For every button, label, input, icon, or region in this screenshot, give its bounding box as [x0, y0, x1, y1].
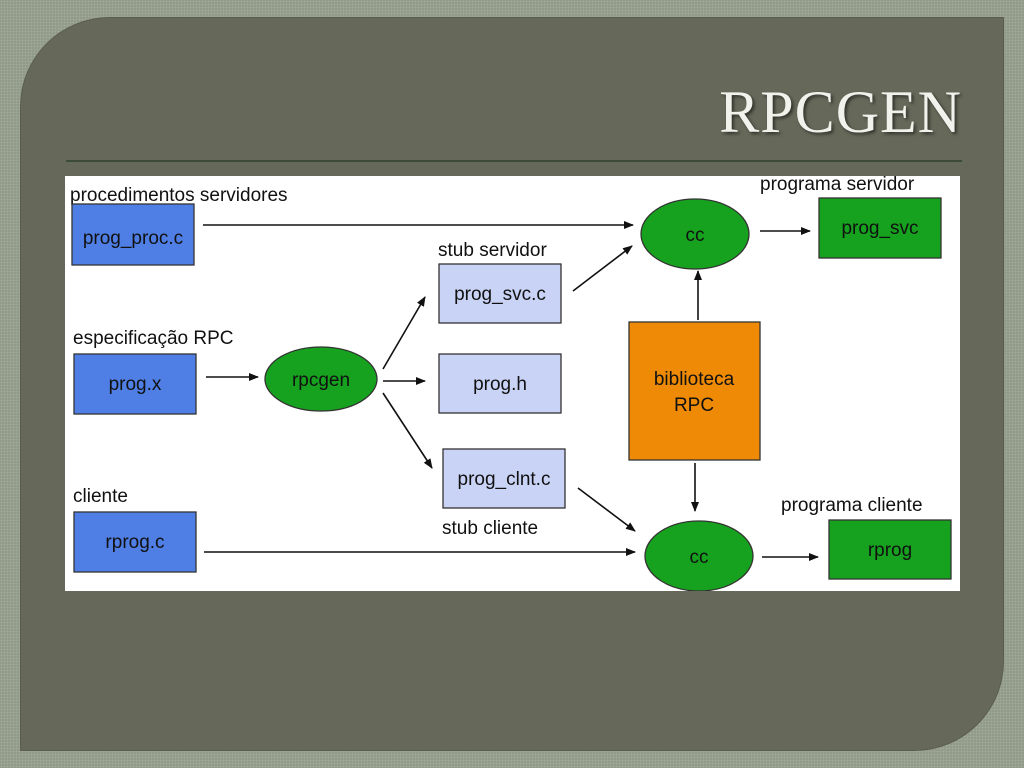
label-programa-servidor: programa servidor — [760, 176, 915, 195]
node-cc-bottom: cc — [644, 520, 754, 591]
node-cc-bottom-label: cc — [690, 547, 709, 568]
node-prog-h-label: prog.h — [473, 374, 527, 395]
label-stub-servidor: stub servidor — [438, 240, 547, 261]
node-prog-clnt-c: prog_clnt.c — [442, 448, 566, 509]
arrow-rpcgen-to-clnt — [382, 392, 433, 469]
node-prog-proc-c-label: prog_proc.c — [83, 228, 183, 249]
node-rpcgen-label: rpcgen — [292, 370, 350, 391]
arrow-clnt-to-cc — [577, 487, 636, 532]
node-rprog-label: rprog — [868, 540, 912, 561]
node-prog-svc-c: prog_svc.c — [438, 263, 562, 324]
node-rprog: rprog — [828, 519, 952, 580]
label-especificacao-rpc: especificação RPC — [73, 328, 234, 349]
node-prog-x: prog.x — [73, 353, 197, 415]
node-cc-top-label: cc — [686, 225, 705, 246]
arrow-rpcgen-to-svc — [382, 296, 426, 370]
arrow-svc-to-cc — [572, 245, 633, 292]
node-rprog-c: rprog.c — [73, 511, 197, 573]
node-rpcgen: rpcgen — [264, 346, 378, 412]
node-prog-proc-c: prog_proc.c — [71, 203, 195, 266]
diagram-canvas: procedimentos servidores especificação R… — [70, 176, 952, 591]
slide-title: RPCGEN — [719, 79, 962, 145]
rpcgen-diagram: procedimentos servidores especificação R… — [65, 176, 960, 591]
label-stub-cliente: stub cliente — [442, 518, 538, 539]
node-prog-clnt-c-label: prog_clnt.c — [458, 469, 551, 490]
node-biblioteca-rpc: biblioteca RPC — [628, 321, 761, 461]
node-prog-svc-label: prog_svc — [841, 218, 918, 239]
node-prog-svc: prog_svc — [818, 197, 942, 259]
node-biblioteca-line1: biblioteca — [654, 369, 735, 390]
label-procedimentos-servidores: procedimentos servidores — [70, 185, 288, 206]
node-prog-h: prog.h — [438, 353, 562, 414]
title-divider — [66, 160, 962, 162]
node-biblioteca-line2: RPC — [674, 395, 714, 416]
node-prog-svc-c-label: prog_svc.c — [454, 284, 546, 305]
node-cc-top: cc — [640, 198, 750, 270]
node-rprog-c-label: rprog.c — [105, 532, 164, 553]
label-cliente: cliente — [73, 486, 128, 507]
label-programa-cliente: programa cliente — [781, 495, 923, 516]
node-prog-x-label: prog.x — [109, 374, 162, 395]
